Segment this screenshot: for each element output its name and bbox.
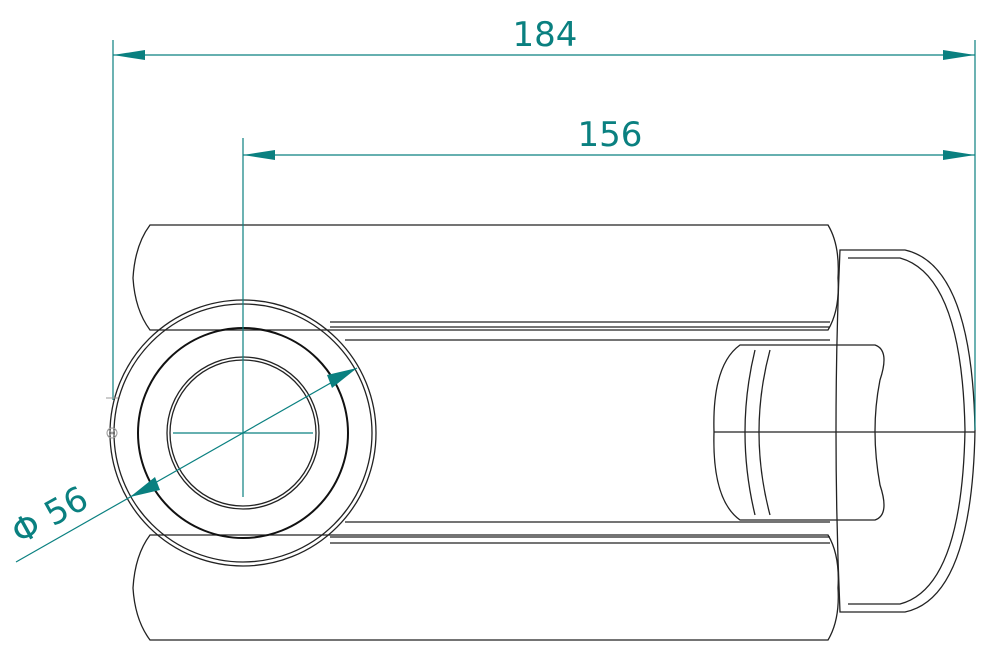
top-tube [132, 224, 839, 331]
inner-sleeve [713, 344, 885, 521]
dim-label-156: 156 [578, 115, 643, 155]
dimension-line-diameter [15, 367, 358, 563]
bottom-tube [132, 534, 839, 641]
dim-label-184: 184 [513, 15, 578, 55]
dimension-annotations: 184 156 Φ 56 [5, 15, 976, 563]
dim-label-diameter: Φ 56 [5, 479, 95, 553]
origin-marker-icon [106, 397, 118, 439]
end-cap [835, 249, 976, 613]
